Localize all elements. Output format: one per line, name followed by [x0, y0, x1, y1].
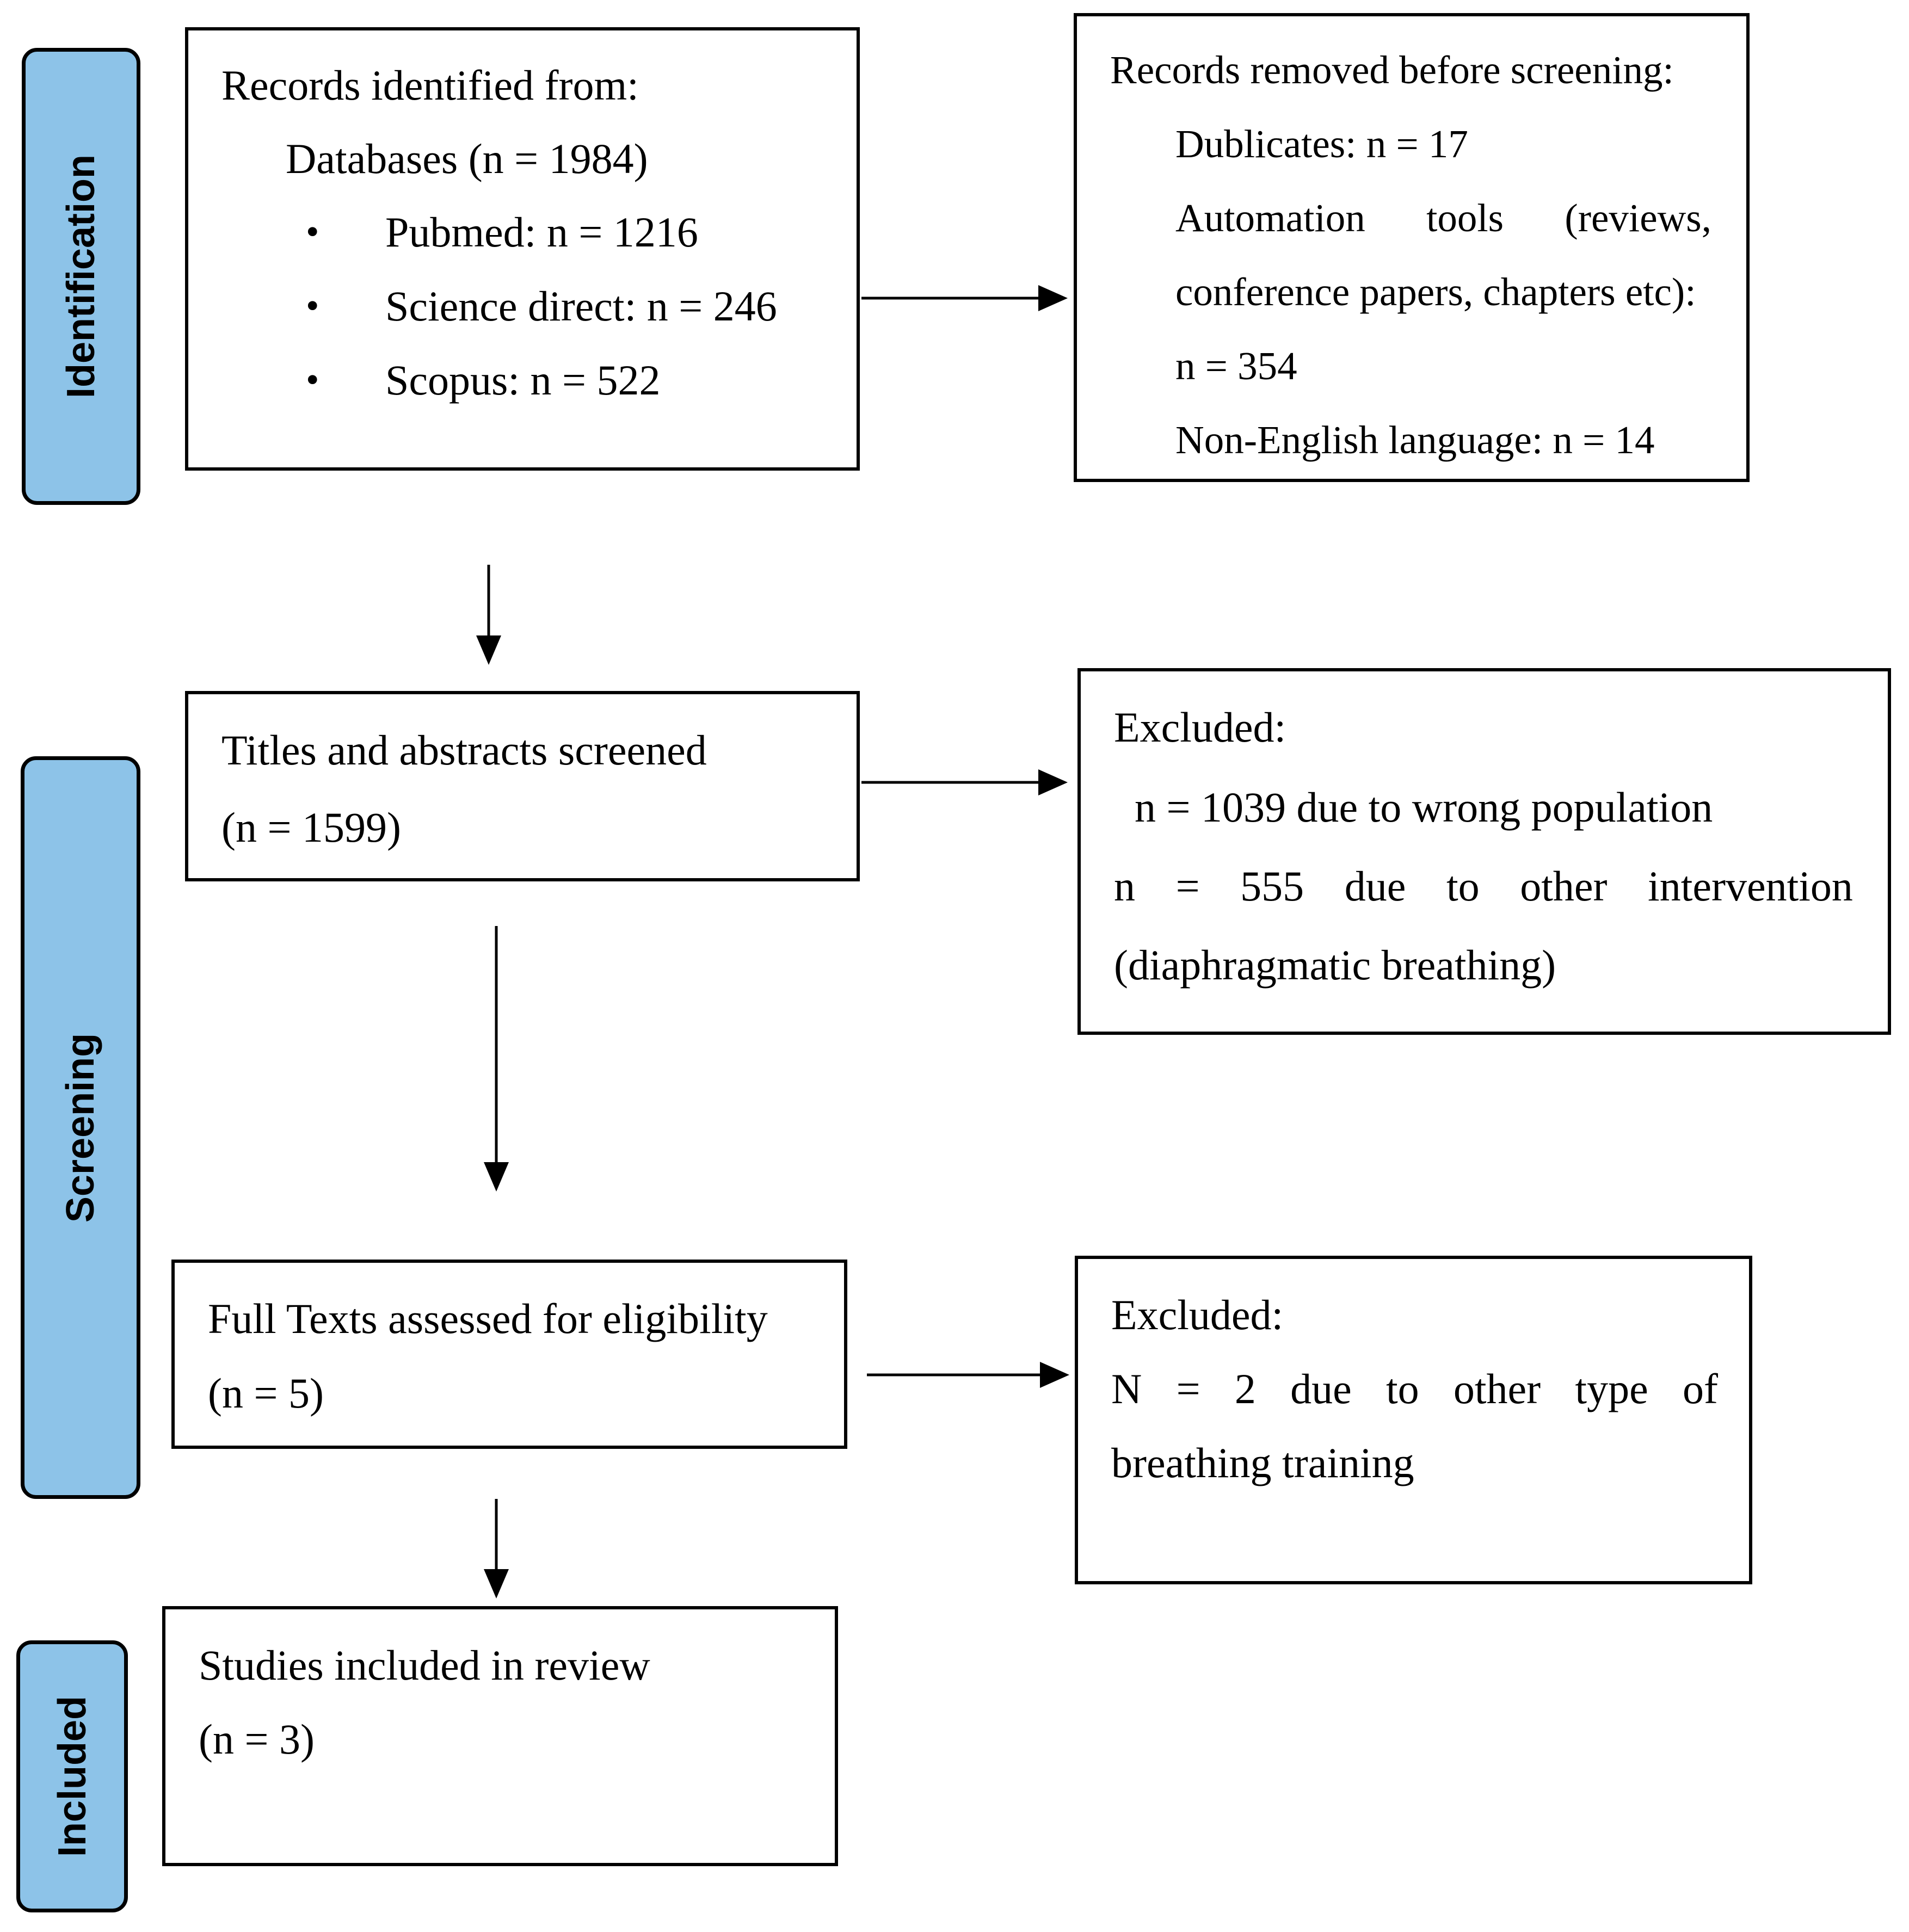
screened-count: (n = 1599) [221, 804, 401, 851]
phase-identification: Identification [22, 48, 140, 505]
source-science-direct: Science direct: n = 246 [385, 282, 777, 330]
arrowhead-down [484, 1569, 509, 1598]
removed-automation-line1: Automation tools (reviews, [1175, 198, 1711, 238]
phase-included: Included [16, 1640, 128, 1912]
screened-box [185, 691, 860, 881]
excluded-breathing-training: breathing training [1111, 1439, 1414, 1486]
excluded-word: to [1385, 1365, 1419, 1412]
included-count: (n = 3) [199, 1715, 315, 1763]
excluded-word: N [1111, 1365, 1142, 1412]
excluded-other-intervention-line: n = 555 due to other intervention [1114, 865, 1853, 908]
automation-word: Automation [1175, 196, 1365, 240]
excluded-word: intervention [1648, 862, 1853, 910]
excluded-word: 555 [1240, 862, 1304, 910]
excluded-word: due [1290, 1365, 1352, 1412]
screened-label: Titles and abstracts screened [221, 726, 707, 774]
automation-word: tools [1426, 196, 1504, 240]
arrowhead-down [484, 1162, 509, 1192]
included-box [162, 1606, 838, 1866]
excluded-word: n [1114, 862, 1135, 910]
excluded-word: 2 [1234, 1365, 1256, 1412]
excluded-word: other [1520, 862, 1608, 910]
fulltext-label: Full Texts assessed for eligibility [208, 1295, 768, 1342]
excluded-breathing-type-line: N = 2 due to other type of [1111, 1368, 1718, 1410]
excluded-diaphragmatic: (diaphragmatic breathing) [1114, 941, 1556, 989]
excluded-wrong-population: n = 1039 due to wrong population [1135, 783, 1713, 831]
removed-automation-line2: conference papers, chapters etc): [1175, 270, 1696, 314]
source-bullet: • [306, 285, 319, 327]
databases-count: Databases (n = 1984) [286, 135, 648, 182]
records-removed-title: Records removed before screening: [1110, 48, 1674, 92]
phase-screening: Screening [21, 756, 140, 1499]
excluded-eligibility-box [1075, 1256, 1752, 1584]
arrowhead-right [1038, 285, 1068, 311]
arrowhead-right [1038, 769, 1068, 795]
removed-non-english: Non-English language: n = 14 [1175, 418, 1655, 462]
included-label: Studies included in review [199, 1641, 650, 1689]
source-bullet: • [306, 211, 319, 253]
source-bullet: • [306, 359, 319, 401]
removed-duplicates: Dublicates: n = 17 [1175, 122, 1468, 166]
excluded-screening-box [1077, 668, 1891, 1035]
fulltext-count: (n = 5) [208, 1369, 324, 1417]
excluded-word: due [1344, 862, 1406, 910]
source-scopus: Scopus: n = 522 [385, 356, 661, 404]
excluded-word: = [1176, 1365, 1200, 1412]
excluded-word: = [1175, 862, 1200, 910]
excluded-eligibility-title: Excluded: [1111, 1291, 1284, 1338]
removed-automation-count: n = 354 [1175, 344, 1297, 388]
records-identified-title: Records identified from: [221, 61, 639, 109]
excluded-word: type [1575, 1365, 1648, 1412]
fulltext-box [171, 1260, 847, 1449]
arrowhead-down [476, 635, 501, 665]
source-pubmed: Pubmed: n = 1216 [385, 208, 698, 256]
arrowhead-right [1040, 1362, 1069, 1388]
excluded-word: to [1446, 862, 1480, 910]
excluded-word: of [1682, 1365, 1718, 1412]
records-removed-box [1074, 13, 1750, 482]
excluded-screening-title: Excluded: [1114, 703, 1286, 751]
automation-word: (reviews, [1565, 196, 1711, 240]
excluded-word: other [1453, 1365, 1541, 1412]
records-identified-box [185, 27, 860, 471]
